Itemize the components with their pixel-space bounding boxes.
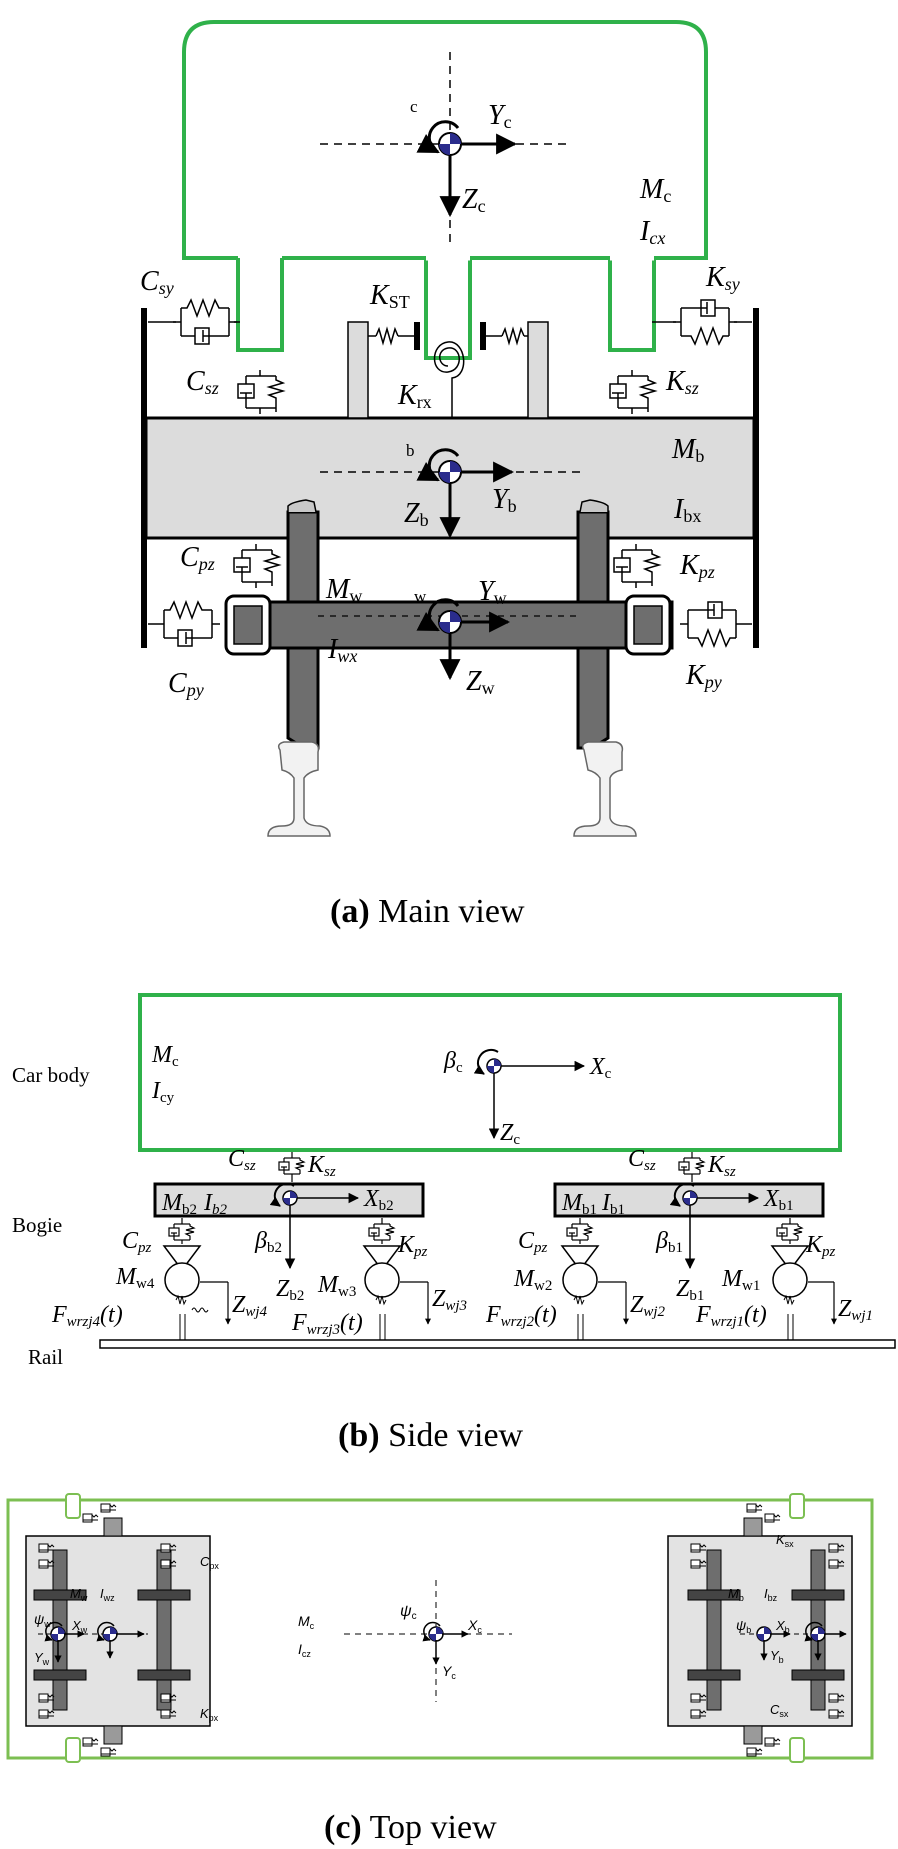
label-Mw-top: Mw bbox=[70, 1586, 88, 1603]
label-Yw: Yw bbox=[478, 576, 507, 608]
label-Cpz: Cpz bbox=[180, 542, 215, 574]
label-rail: Rail bbox=[28, 1345, 63, 1369]
label-Mc-top: Mc bbox=[298, 1613, 315, 1631]
label-Yc-top: Yc bbox=[442, 1663, 456, 1681]
label-Cpz-4: Cpz bbox=[122, 1228, 152, 1256]
label-Mc: Mc bbox=[639, 174, 671, 206]
label-Mb-top: Mb bbox=[728, 1586, 744, 1603]
label-w: w bbox=[414, 587, 427, 606]
label-Xb1: Xb1 bbox=[763, 1186, 794, 1214]
side-view: Car body Mc Icy βc Xc Zc Csz Ksz Csz Ksz… bbox=[12, 993, 896, 1454]
label-beta-b1: βb1 bbox=[655, 1228, 683, 1256]
label-Ibx: Ibx bbox=[673, 494, 701, 526]
label-Ib1: Ib1 bbox=[601, 1190, 625, 1218]
label-Icz: Icz bbox=[298, 1641, 311, 1659]
label-psi-b: ψb bbox=[736, 1617, 751, 1635]
label-Mw4: Mw4 bbox=[115, 1264, 155, 1292]
label-Xb-top: Xb bbox=[775, 1618, 790, 1635]
label-Cpy: Cpy bbox=[168, 668, 204, 700]
label-beta-c: βc bbox=[443, 1048, 463, 1076]
label-b: b bbox=[406, 441, 415, 460]
label-Mb: Mb bbox=[671, 434, 704, 466]
label-Iwz: Iwz bbox=[100, 1586, 115, 1603]
label-Zb2: Zb2 bbox=[276, 1276, 304, 1304]
label-Zw: Zw bbox=[466, 666, 495, 698]
label-Mw: Mw bbox=[325, 574, 362, 606]
label-Zwj2: Zwj2 bbox=[630, 1292, 666, 1320]
label-Ksz: Ksz bbox=[665, 366, 699, 398]
rail-right bbox=[573, 741, 637, 837]
label-psi-c: ψc bbox=[400, 1603, 417, 1622]
label-Cpx: Cpx bbox=[200, 1554, 219, 1571]
label-Zc: Zc bbox=[462, 184, 486, 216]
label-Zwj1: Zwj1 bbox=[838, 1296, 873, 1324]
label-Ksz-b2: Ksz bbox=[307, 1152, 336, 1180]
body-leg-center bbox=[424, 256, 472, 360]
label-Fwrzj2: Fwrzj2(t) bbox=[485, 1302, 557, 1330]
label-KST: KST bbox=[369, 280, 410, 312]
label-Fwrzj3: Fwrzj3(t) bbox=[291, 1310, 363, 1338]
label-Mw2: Mw2 bbox=[513, 1266, 552, 1294]
label-car-body: Car body bbox=[12, 1063, 90, 1087]
label-Yc: Yc bbox=[488, 100, 512, 132]
label-Zb: Zb bbox=[404, 498, 429, 530]
label-Ib2: Ib2 bbox=[203, 1190, 228, 1218]
label-Iwx: Iwx bbox=[327, 634, 357, 666]
label-Mw1: Mw1 bbox=[721, 1266, 760, 1294]
label-Cpz-2: Cpz bbox=[518, 1228, 548, 1256]
label-Csz-b1: Csz bbox=[628, 1146, 656, 1174]
label-Xw: Xw bbox=[71, 1618, 88, 1635]
caption-a: (a) Main view bbox=[330, 893, 525, 930]
label-Yb: Yb bbox=[492, 484, 517, 516]
label-Mc-side: Mc bbox=[151, 1042, 179, 1070]
label-Fwrzj4: Fwrzj4(t) bbox=[51, 1302, 123, 1330]
label-Ksy: Ksy bbox=[705, 262, 740, 294]
top-view: Mw Iwz Cpx Kpx ψw Xw Yw Mc Icz ψc Xc Yc bbox=[6, 1493, 874, 1846]
label-Ibz: Ibz bbox=[764, 1586, 778, 1603]
label-c: c bbox=[410, 97, 418, 116]
label-Csz: Csz bbox=[186, 366, 219, 398]
label-Icx: Icx bbox=[639, 216, 665, 248]
label-Xc-side: Xc bbox=[589, 1054, 612, 1082]
rail-left bbox=[267, 741, 331, 837]
main-view: c Yc Zc Mc Icx Csy C bbox=[140, 20, 759, 930]
label-Csz-b2: Csz bbox=[228, 1146, 256, 1174]
body-leg-left bbox=[236, 256, 284, 352]
label-Krx: Krx bbox=[397, 380, 432, 412]
label-Zwj3: Zwj3 bbox=[432, 1286, 467, 1314]
caption-c: (c) Top view bbox=[324, 1809, 497, 1846]
label-beta-b2: βb2 bbox=[254, 1228, 282, 1256]
label-Mb2: Mb2 bbox=[161, 1190, 197, 1218]
label-Kpz-3: Kpz bbox=[397, 1232, 428, 1260]
label-Mw3: Mw3 bbox=[317, 1272, 356, 1300]
label-Csx: Csx bbox=[770, 1702, 789, 1719]
label-Xb2: Xb2 bbox=[363, 1186, 394, 1214]
label-Kpy: Kpy bbox=[685, 660, 722, 692]
label-Kpx: Kpx bbox=[200, 1706, 219, 1723]
label-Kpz: Kpz bbox=[679, 550, 715, 582]
label-Kpz-1: Kpz bbox=[805, 1232, 836, 1260]
label-Zb1: Zb1 bbox=[676, 1276, 704, 1304]
caption-b: (b) Side view bbox=[338, 1417, 524, 1454]
body-leg-right bbox=[608, 256, 656, 352]
label-Mb1: Mb1 bbox=[561, 1190, 597, 1218]
label-Csy: Csy bbox=[140, 266, 174, 298]
label-Zc-side: Zc bbox=[500, 1120, 520, 1148]
label-Ksx: Ksx bbox=[776, 1532, 794, 1549]
rail-side bbox=[99, 1339, 896, 1349]
label-Fwrzj1: Fwrzj1(t) bbox=[695, 1302, 767, 1330]
label-Zwj4: Zwj4 bbox=[232, 1292, 268, 1320]
label-bogie: Bogie bbox=[12, 1213, 62, 1237]
label-Yb-top: Yb bbox=[770, 1648, 784, 1665]
label-psi-w: ψw bbox=[34, 1611, 51, 1629]
label-Xc-top: Xc bbox=[467, 1617, 482, 1635]
label-Icy: Icy bbox=[151, 1078, 175, 1106]
label-Yw-top: Yw bbox=[34, 1650, 50, 1667]
label-Ksz-b1: Ksz bbox=[707, 1152, 736, 1180]
